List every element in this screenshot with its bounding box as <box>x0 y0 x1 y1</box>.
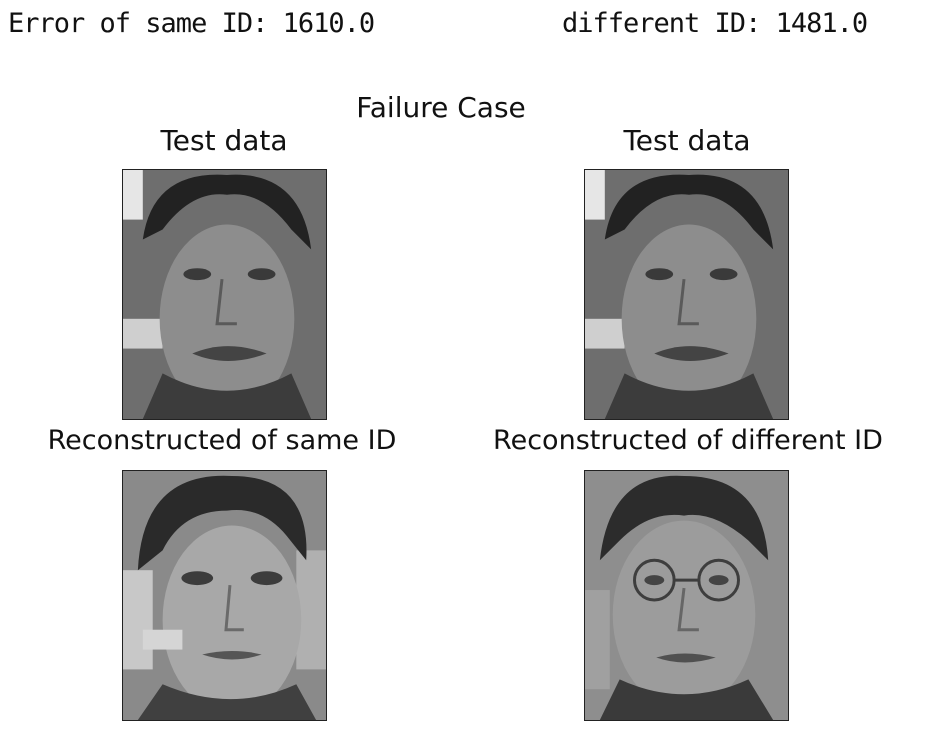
error-different-id-text: different ID: 1481.0 <box>562 8 868 39</box>
panel-title-test-data-left: Test data <box>160 124 288 157</box>
figure-title: Failure Case <box>356 91 526 124</box>
panel-title-reconstructed-same: Reconstructed of same ID <box>47 425 397 456</box>
panel-title-test-data-right: Test data <box>623 124 751 157</box>
reconstructed-different-id-image <box>584 470 789 721</box>
panel-title-reconstructed-different: Reconstructed of different ID <box>493 425 883 456</box>
error-same-id-text: Error of same ID: 1610.0 <box>8 8 375 39</box>
test-face-image-right <box>584 169 789 420</box>
test-face-image-left <box>122 169 327 420</box>
reconstructed-same-id-image <box>122 470 327 721</box>
